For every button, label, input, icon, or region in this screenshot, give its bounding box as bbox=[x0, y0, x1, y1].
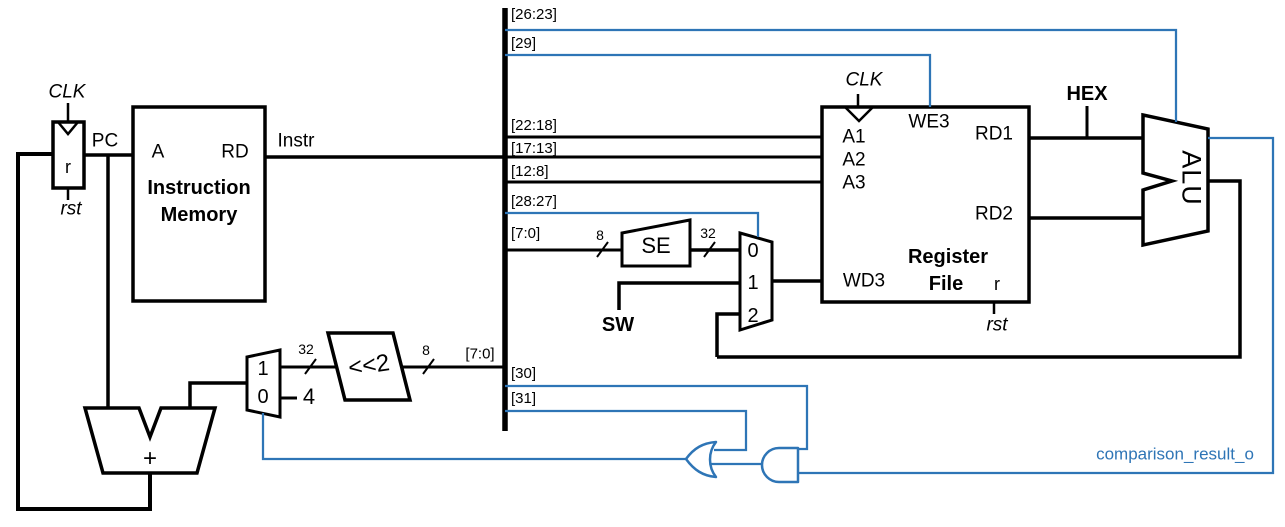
bus-tap-7-0-shift-label: [7:0] bbox=[465, 345, 495, 363]
bus-tap-30-label: [30] bbox=[511, 365, 537, 382]
wire-we3-29 bbox=[505, 53, 932, 107]
se-in-width-label: 8 bbox=[596, 227, 604, 243]
rf-title-line2: File bbox=[928, 273, 964, 295]
wire-alucontrol-26-23 bbox=[505, 28, 1178, 122]
branch-mux-in0-label: 0 bbox=[257, 386, 269, 408]
wire-bit30 bbox=[505, 384, 809, 451]
pc-clk-label: CLK bbox=[48, 81, 86, 103]
and-gate bbox=[760, 446, 800, 484]
alu-label: ALU bbox=[1176, 150, 1207, 206]
adder-plus-label: + bbox=[142, 445, 158, 472]
rf-a1-label: A1 bbox=[842, 126, 866, 148]
slash-shift-out bbox=[304, 358, 317, 375]
bus-tap-7-0-se-label: [7:0] bbox=[511, 225, 541, 242]
shifter-label: <<2 bbox=[346, 349, 392, 382]
pc-rst-label: rst bbox=[60, 198, 82, 220]
bus-tap-12-8-label: [12:8] bbox=[511, 163, 549, 180]
wire-pc-feedback bbox=[16, 152, 152, 511]
wd3-mux-in2-label: 2 bbox=[747, 305, 759, 327]
pc-signal-label: PC bbox=[91, 130, 119, 152]
rf-clk-label: CLK bbox=[845, 69, 883, 91]
comparison-result-label: comparison_result_o bbox=[1096, 444, 1254, 464]
bus-tap-17-13-label: [17:13] bbox=[511, 140, 557, 157]
wd3-mux-in0-label: 0 bbox=[747, 240, 759, 262]
wire-wd3mux-sel-28-27 bbox=[505, 211, 760, 237]
rf-a3-label: A3 bbox=[842, 172, 866, 194]
shifter-in-width-label: 8 bbox=[422, 342, 430, 358]
bus-tap-29-label: [29] bbox=[511, 35, 537, 52]
rf-rst-label: rst bbox=[986, 314, 1008, 336]
wd3-mux-in1-label: 1 bbox=[747, 272, 759, 294]
rf-rd1-label: RD1 bbox=[974, 123, 1014, 145]
or-gate bbox=[684, 440, 718, 479]
im-port-rd-label: RD bbox=[221, 141, 249, 163]
branch-mux-block bbox=[245, 348, 282, 419]
instruction-memory-block bbox=[131, 105, 267, 303]
wire-bit31 bbox=[505, 409, 748, 452]
sign-extend-label: SE bbox=[641, 233, 671, 258]
wd3-mux-block bbox=[738, 231, 774, 333]
wire-adder-in-right bbox=[188, 381, 247, 408]
wire-alu-result bbox=[717, 179, 1242, 359]
wire-wd3mux-in2 bbox=[715, 312, 740, 357]
instr-signal-label: Instr bbox=[277, 130, 315, 152]
sign-extend-block bbox=[620, 218, 692, 268]
bus-tap-31-label: [31] bbox=[511, 390, 537, 407]
rf-wd3-label: WD3 bbox=[842, 270, 886, 292]
rf-we3-label: WE3 bbox=[908, 111, 950, 133]
im-port-a-label: A bbox=[151, 141, 165, 163]
im-title-line1: Instruction bbox=[147, 177, 251, 199]
rf-title-line1: Register bbox=[907, 246, 989, 268]
se-out-width-label: 32 bbox=[700, 225, 716, 241]
bus-tap-22-18-label: [22:18] bbox=[511, 117, 557, 134]
constant-4-label: 4 bbox=[302, 384, 316, 409]
branch-mux-in1-label: 1 bbox=[257, 358, 269, 380]
register-file-clock-notch bbox=[844, 106, 874, 123]
bus-tap-28-27-label: [28:27] bbox=[511, 193, 557, 210]
bus-tap-26-23-label: [26:23] bbox=[511, 6, 557, 23]
slash-se-out bbox=[703, 241, 716, 258]
rf-a2-label: A2 bbox=[842, 149, 866, 171]
adder-block bbox=[82, 406, 218, 475]
rf-rd2-label: RD2 bbox=[974, 203, 1014, 225]
hex-signal-label: HEX bbox=[1066, 83, 1108, 105]
rf-reset-port-label: r bbox=[994, 274, 1000, 294]
pc-register-clock-notch bbox=[57, 121, 79, 136]
slash-se-in bbox=[596, 241, 609, 258]
sw-signal-label: SW bbox=[601, 314, 635, 336]
wire-branch-mux-sel bbox=[261, 413, 687, 461]
shifter-block bbox=[325, 331, 413, 402]
shifter-out-width-label: 32 bbox=[298, 341, 314, 357]
wire-sw bbox=[617, 281, 740, 310]
register-file-block bbox=[820, 105, 1031, 304]
im-title-line2: Memory bbox=[160, 204, 238, 226]
alu-block bbox=[1141, 112, 1210, 248]
wire-comparison-result bbox=[798, 136, 1275, 475]
pc-reset-port-label: r bbox=[65, 157, 71, 177]
slash-shift-in bbox=[422, 358, 435, 375]
